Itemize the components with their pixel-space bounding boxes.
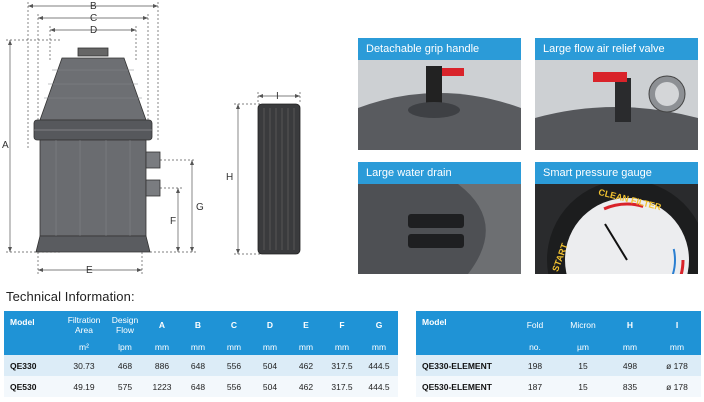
filter-cell: 504 — [252, 355, 288, 376]
filter-dimension-drawing: B C D A E F G H I — [2, 1, 301, 276]
filter-header-model: Model — [4, 311, 62, 355]
filter-cell: 462 — [288, 376, 324, 397]
filter-header-a: A — [144, 311, 180, 339]
dim-label-f: F — [170, 216, 176, 227]
dim-label-c: C — [90, 13, 97, 24]
element-cell: 187 — [511, 376, 559, 397]
element-header-micron: Micron — [559, 311, 607, 339]
filter-cell: 1223 — [144, 376, 180, 397]
filter-cell: 317.5 — [324, 355, 360, 376]
element-cell: 15 — [559, 355, 607, 376]
filter-cell: 49.19 — [62, 376, 106, 397]
element-cell-model: QE530-ELEMENT — [416, 376, 511, 397]
filter-cell: 468 — [106, 355, 144, 376]
filter-unit-d: mm — [252, 339, 288, 355]
filter-cell: 575 — [106, 376, 144, 397]
feature-card-water-drain: Large water drain — [358, 162, 521, 274]
filter-cell-model: QE530 — [4, 376, 62, 397]
filter-header-flow: Design Flow — [106, 311, 144, 339]
element-unit-micron: µm — [559, 339, 607, 355]
feature-card-grip-handle: Detachable grip handle — [358, 38, 521, 150]
filter-header-d: D — [252, 311, 288, 339]
dim-label-g: G — [196, 202, 204, 213]
filter-table-unit-row: m² lpm mm mm mm mm mm mm mm — [4, 339, 398, 355]
filter-cell: 30.73 — [62, 355, 106, 376]
element-cell: 835 — [607, 376, 653, 397]
element-cell-model: QE330-ELEMENT — [416, 355, 511, 376]
filter-cell: 648 — [180, 376, 216, 397]
filter-cell: 556 — [216, 376, 252, 397]
element-cell: ø 178 — [653, 376, 701, 397]
filter-cell: 886 — [144, 355, 180, 376]
filter-unit-a: mm — [144, 339, 180, 355]
filter-unit-f: mm — [324, 339, 360, 355]
dim-label-e: E — [86, 265, 93, 276]
element-unit-i: mm — [653, 339, 701, 355]
feature-card-pressure-gauge: Smart pressure gauge CLEAN FILTER START — [535, 162, 698, 274]
feature-card-air-relief: Large flow air relief valve — [535, 38, 698, 150]
dim-label-b: B — [90, 1, 97, 12]
filter-cell: 317.5 — [324, 376, 360, 397]
element-header-model: Model — [416, 311, 511, 355]
feature-title: Smart pressure gauge — [535, 162, 698, 184]
filter-cell-model: QE330 — [4, 355, 62, 376]
filter-cell: 462 — [288, 355, 324, 376]
feature-title: Detachable grip handle — [358, 38, 521, 60]
filter-cell: 504 — [252, 376, 288, 397]
filter-cell: 556 — [216, 355, 252, 376]
dim-label-i: I — [276, 91, 279, 102]
element-header-fold: Fold — [511, 311, 559, 339]
feature-cards: Detachable grip handle Large flow air re… — [358, 38, 700, 274]
element-cell: 498 — [607, 355, 653, 376]
element-cell: ø 178 — [653, 355, 701, 376]
table-row: QE530-ELEMENT 187 15 835 ø 178 — [416, 376, 701, 397]
element-spec-table: Model Fold Micron H I no. µm mm mm QE330… — [416, 311, 701, 397]
table-row: QE330 30.73 468 886 648 556 504 462 317.… — [4, 355, 398, 376]
element-unit-fold: no. — [511, 339, 559, 355]
filter-header-e: E — [288, 311, 324, 339]
element-header-h: H — [607, 311, 653, 339]
element-cell: 198 — [511, 355, 559, 376]
filter-unit-g: mm — [360, 339, 398, 355]
filter-header-g: G — [360, 311, 398, 339]
table-row: QE530 49.19 575 1223 648 556 504 462 317… — [4, 376, 398, 397]
filter-header-b: B — [180, 311, 216, 339]
feature-title: Large flow air relief valve — [535, 38, 698, 60]
filter-unit-e: mm — [288, 339, 324, 355]
filter-header-c: C — [216, 311, 252, 339]
filter-header-f: F — [324, 311, 360, 339]
table-row: QE330-ELEMENT 198 15 498 ø 178 — [416, 355, 701, 376]
dim-label-h: H — [226, 172, 233, 183]
element-unit-h: mm — [607, 339, 653, 355]
filter-unit-c: mm — [216, 339, 252, 355]
element-header-i: I — [653, 311, 701, 339]
filter-unit-b: mm — [180, 339, 216, 355]
technical-information-heading: Technical Information: — [6, 289, 135, 304]
filter-cell: 648 — [180, 355, 216, 376]
element-cell: 15 — [559, 376, 607, 397]
feature-title: Large water drain — [358, 162, 521, 184]
filter-cell: 444.5 — [360, 376, 398, 397]
dim-label-d: D — [90, 25, 97, 36]
filter-unit-area: m² — [62, 339, 106, 355]
element-table-unit-row: no. µm mm mm — [416, 339, 701, 355]
filter-unit-flow: lpm — [106, 339, 144, 355]
dim-label-a: A — [2, 140, 9, 151]
element-table-header-row: Model Fold Micron H I — [416, 311, 701, 355]
filter-table-header-row: Model Filtration Area Design Flow A B C … — [4, 311, 398, 355]
filter-header-area: Filtration Area — [62, 311, 106, 339]
filter-spec-table: Model Filtration Area Design Flow A B C … — [4, 311, 398, 397]
filter-cell: 444.5 — [360, 355, 398, 376]
